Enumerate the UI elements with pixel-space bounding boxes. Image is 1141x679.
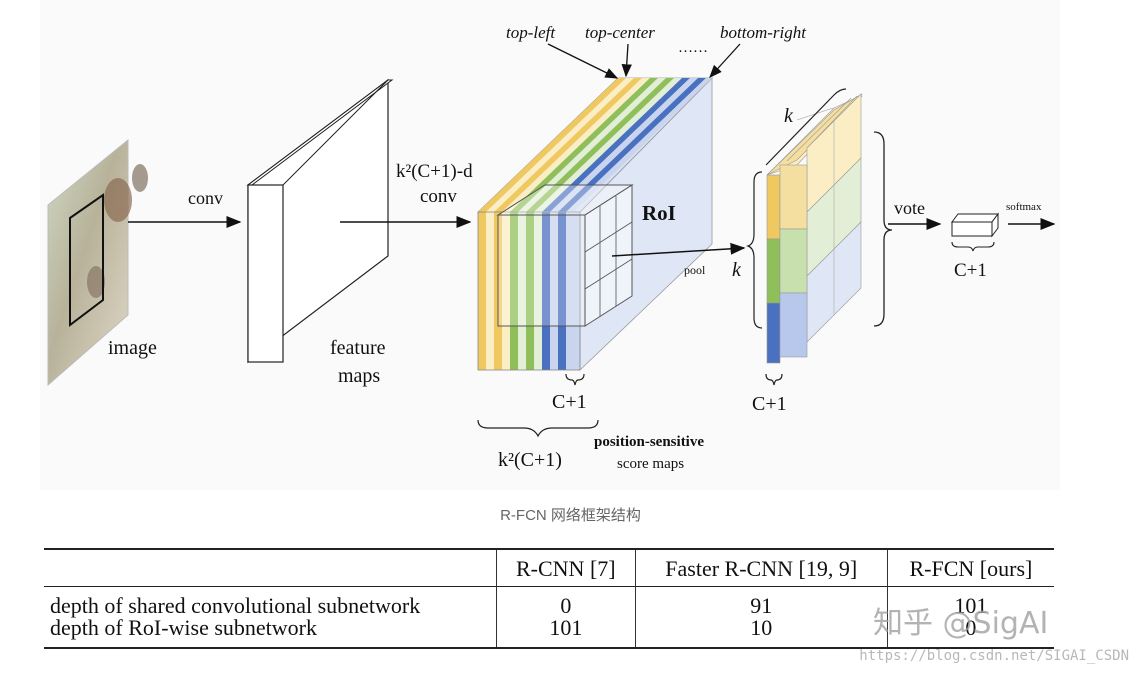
conv-label-1: conv	[188, 188, 223, 208]
roi-label: RoI	[642, 201, 676, 225]
c1-brace-grid	[765, 373, 783, 386]
score-maps-label: score maps	[617, 456, 684, 472]
grid-right-brace	[873, 131, 893, 327]
top-left-pointer	[547, 43, 619, 79]
k2-conv-label-2: conv	[420, 186, 457, 207]
position-sensitive-label: position-sensitive	[594, 434, 704, 450]
pool-arrow	[611, 242, 746, 257]
cell-roi-faster-rcnn: 10	[634, 617, 888, 648]
c1-label-maps: C+1	[552, 391, 587, 413]
cell-roi-rcnn: 101	[496, 617, 636, 648]
rider-shape	[132, 164, 148, 192]
k2-conv-label-1: k²(C+1)-d	[396, 161, 473, 182]
horse-shape	[104, 178, 132, 222]
k-top-brace	[765, 88, 847, 166]
k2c1-brace	[477, 419, 599, 438]
input-image	[47, 138, 148, 387]
k-top-label: k	[784, 105, 794, 127]
figure-caption: R-FCN 网络框架结构	[500, 507, 641, 524]
k-side-label: k	[732, 259, 742, 281]
table-row: depth of RoI-wise subnetwork 101 10 0	[44, 617, 1054, 648]
table-header-row: R-CNN [7] Faster R-CNN [19, 9] R-FCN [ou…	[44, 549, 1054, 587]
c1-label-vector: C+1	[954, 260, 987, 281]
k-side-brace	[746, 171, 763, 329]
image-label: image	[108, 337, 157, 359]
c1-brace-maps	[565, 373, 585, 386]
pooled-grid	[766, 93, 863, 364]
dots-label: ……	[678, 40, 708, 56]
pool-label: pool	[684, 263, 706, 277]
table-header-rfcn: R-FCN [ours]	[886, 549, 1054, 587]
cell-roi-rfcn: 0	[886, 617, 1054, 648]
table-row: depth of shared convolutional subnetwork…	[44, 586, 1054, 618]
table-header-empty	[44, 549, 497, 587]
feature-maps-label-2: maps	[338, 365, 380, 387]
person-shape	[87, 266, 105, 298]
bottom-right-pointer	[709, 43, 741, 78]
top-left-label: top-left	[506, 23, 556, 42]
zhihu-watermark: 知乎 @SigAI	[873, 606, 1049, 641]
bottom-right-label: bottom-right	[720, 23, 807, 42]
top-center-label: top-center	[585, 23, 655, 42]
cell-shared-rfcn: 101	[886, 586, 1054, 617]
score-maps-block	[477, 77, 713, 371]
c1-brace-vector	[951, 241, 995, 252]
cell-shared-faster-rcnn: 91	[634, 586, 888, 617]
c1-label-grid: C+1	[752, 393, 787, 415]
row-label-shared: depth of shared convolutional subnetwork	[50, 593, 421, 618]
comparison-table: R-CNN [7] Faster R-CNN [19, 9] R-FCN [ou…	[44, 548, 1054, 649]
url-watermark: https://blog.csdn.net/SIGAI_CSDN	[859, 648, 1129, 664]
row-label-roi-wise: depth of RoI-wise subnetwork	[50, 615, 318, 640]
table-header-faster-rcnn: Faster R-CNN [19, 9]	[634, 549, 888, 587]
rfcn-architecture-diagram: image conv feature maps k²(C+1)-d conv	[47, 23, 1056, 472]
softmax-label: softmax	[1006, 201, 1042, 213]
k2c1-label: k²(C+1)	[498, 449, 562, 471]
roi-box-on-image	[69, 193, 104, 328]
feature-maps-label-1: feature	[330, 337, 386, 359]
vote-label: vote	[894, 198, 925, 218]
cell-shared-rcnn: 0	[496, 586, 636, 617]
feature-maps-block	[246, 78, 394, 364]
class-vector	[951, 212, 999, 238]
top-center-pointer	[621, 43, 632, 78]
table-header-rcnn: R-CNN [7]	[496, 549, 636, 587]
